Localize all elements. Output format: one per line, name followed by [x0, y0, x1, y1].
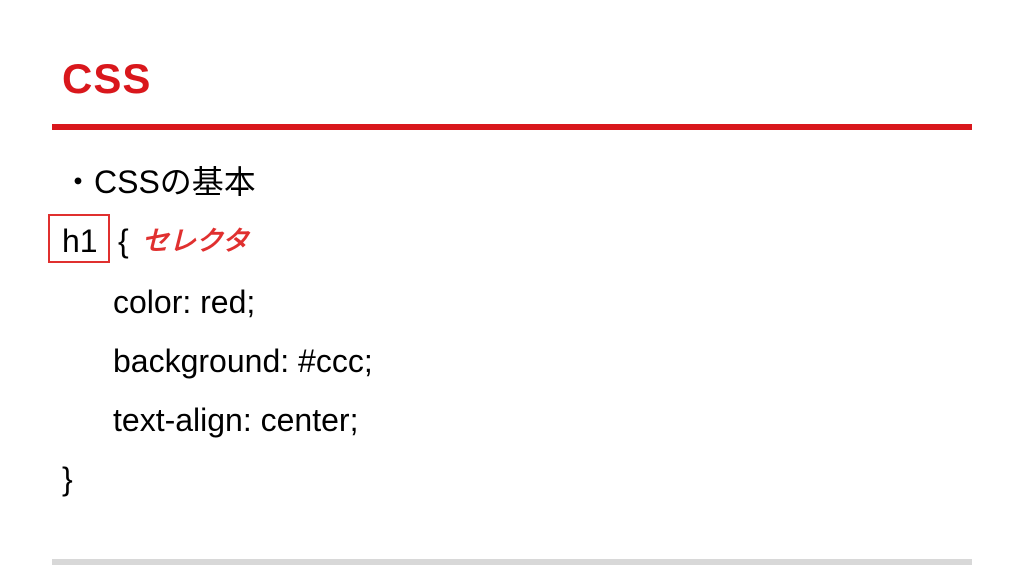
footer-rule — [52, 559, 972, 565]
code-selector: h1 — [62, 223, 98, 259]
selector-highlight-box — [48, 214, 110, 263]
code-open-brace: { — [118, 223, 129, 259]
bullet-heading: ・CSSの基本 — [62, 164, 256, 200]
slide-title: CSS — [62, 55, 152, 102]
code-property-background: background: #ccc; — [113, 343, 373, 379]
code-property-text-align: text-align: center; — [113, 402, 359, 438]
title-underline — [52, 124, 972, 130]
code-close-brace: } — [62, 461, 73, 497]
code-property-color: color: red; — [113, 284, 256, 320]
selector-annotation: セレクタ — [142, 226, 249, 256]
